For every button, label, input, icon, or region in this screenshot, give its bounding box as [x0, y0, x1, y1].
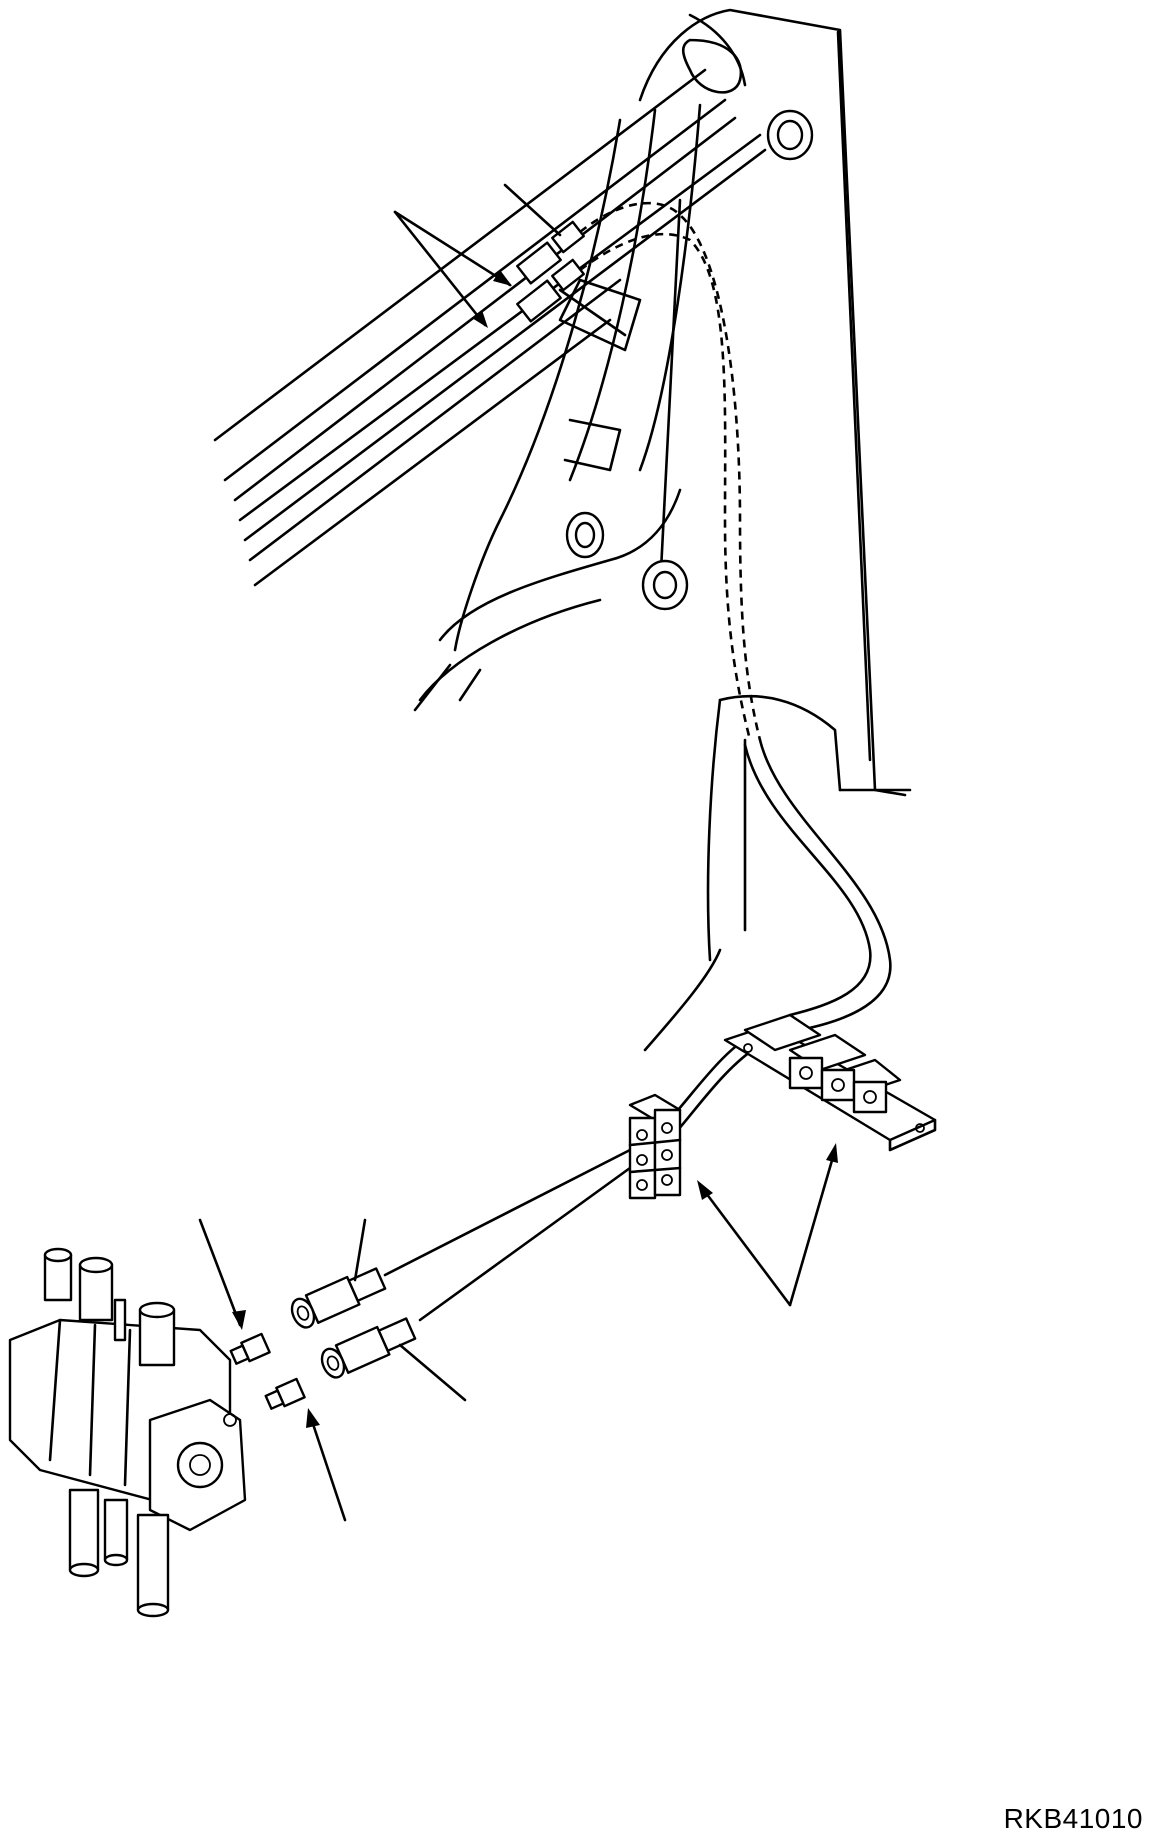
clamp-block: [628, 1093, 682, 1200]
control-valve: [8, 1247, 247, 1618]
boom-arm: [213, 8, 912, 1052]
leader-lines: [198, 183, 838, 1522]
upper-hose-fittings: [516, 201, 762, 741]
clamp-bar: [723, 1013, 937, 1152]
lower-hose-fittings: [229, 1267, 417, 1410]
drawing-code: RKB41010: [1003, 1803, 1143, 1834]
